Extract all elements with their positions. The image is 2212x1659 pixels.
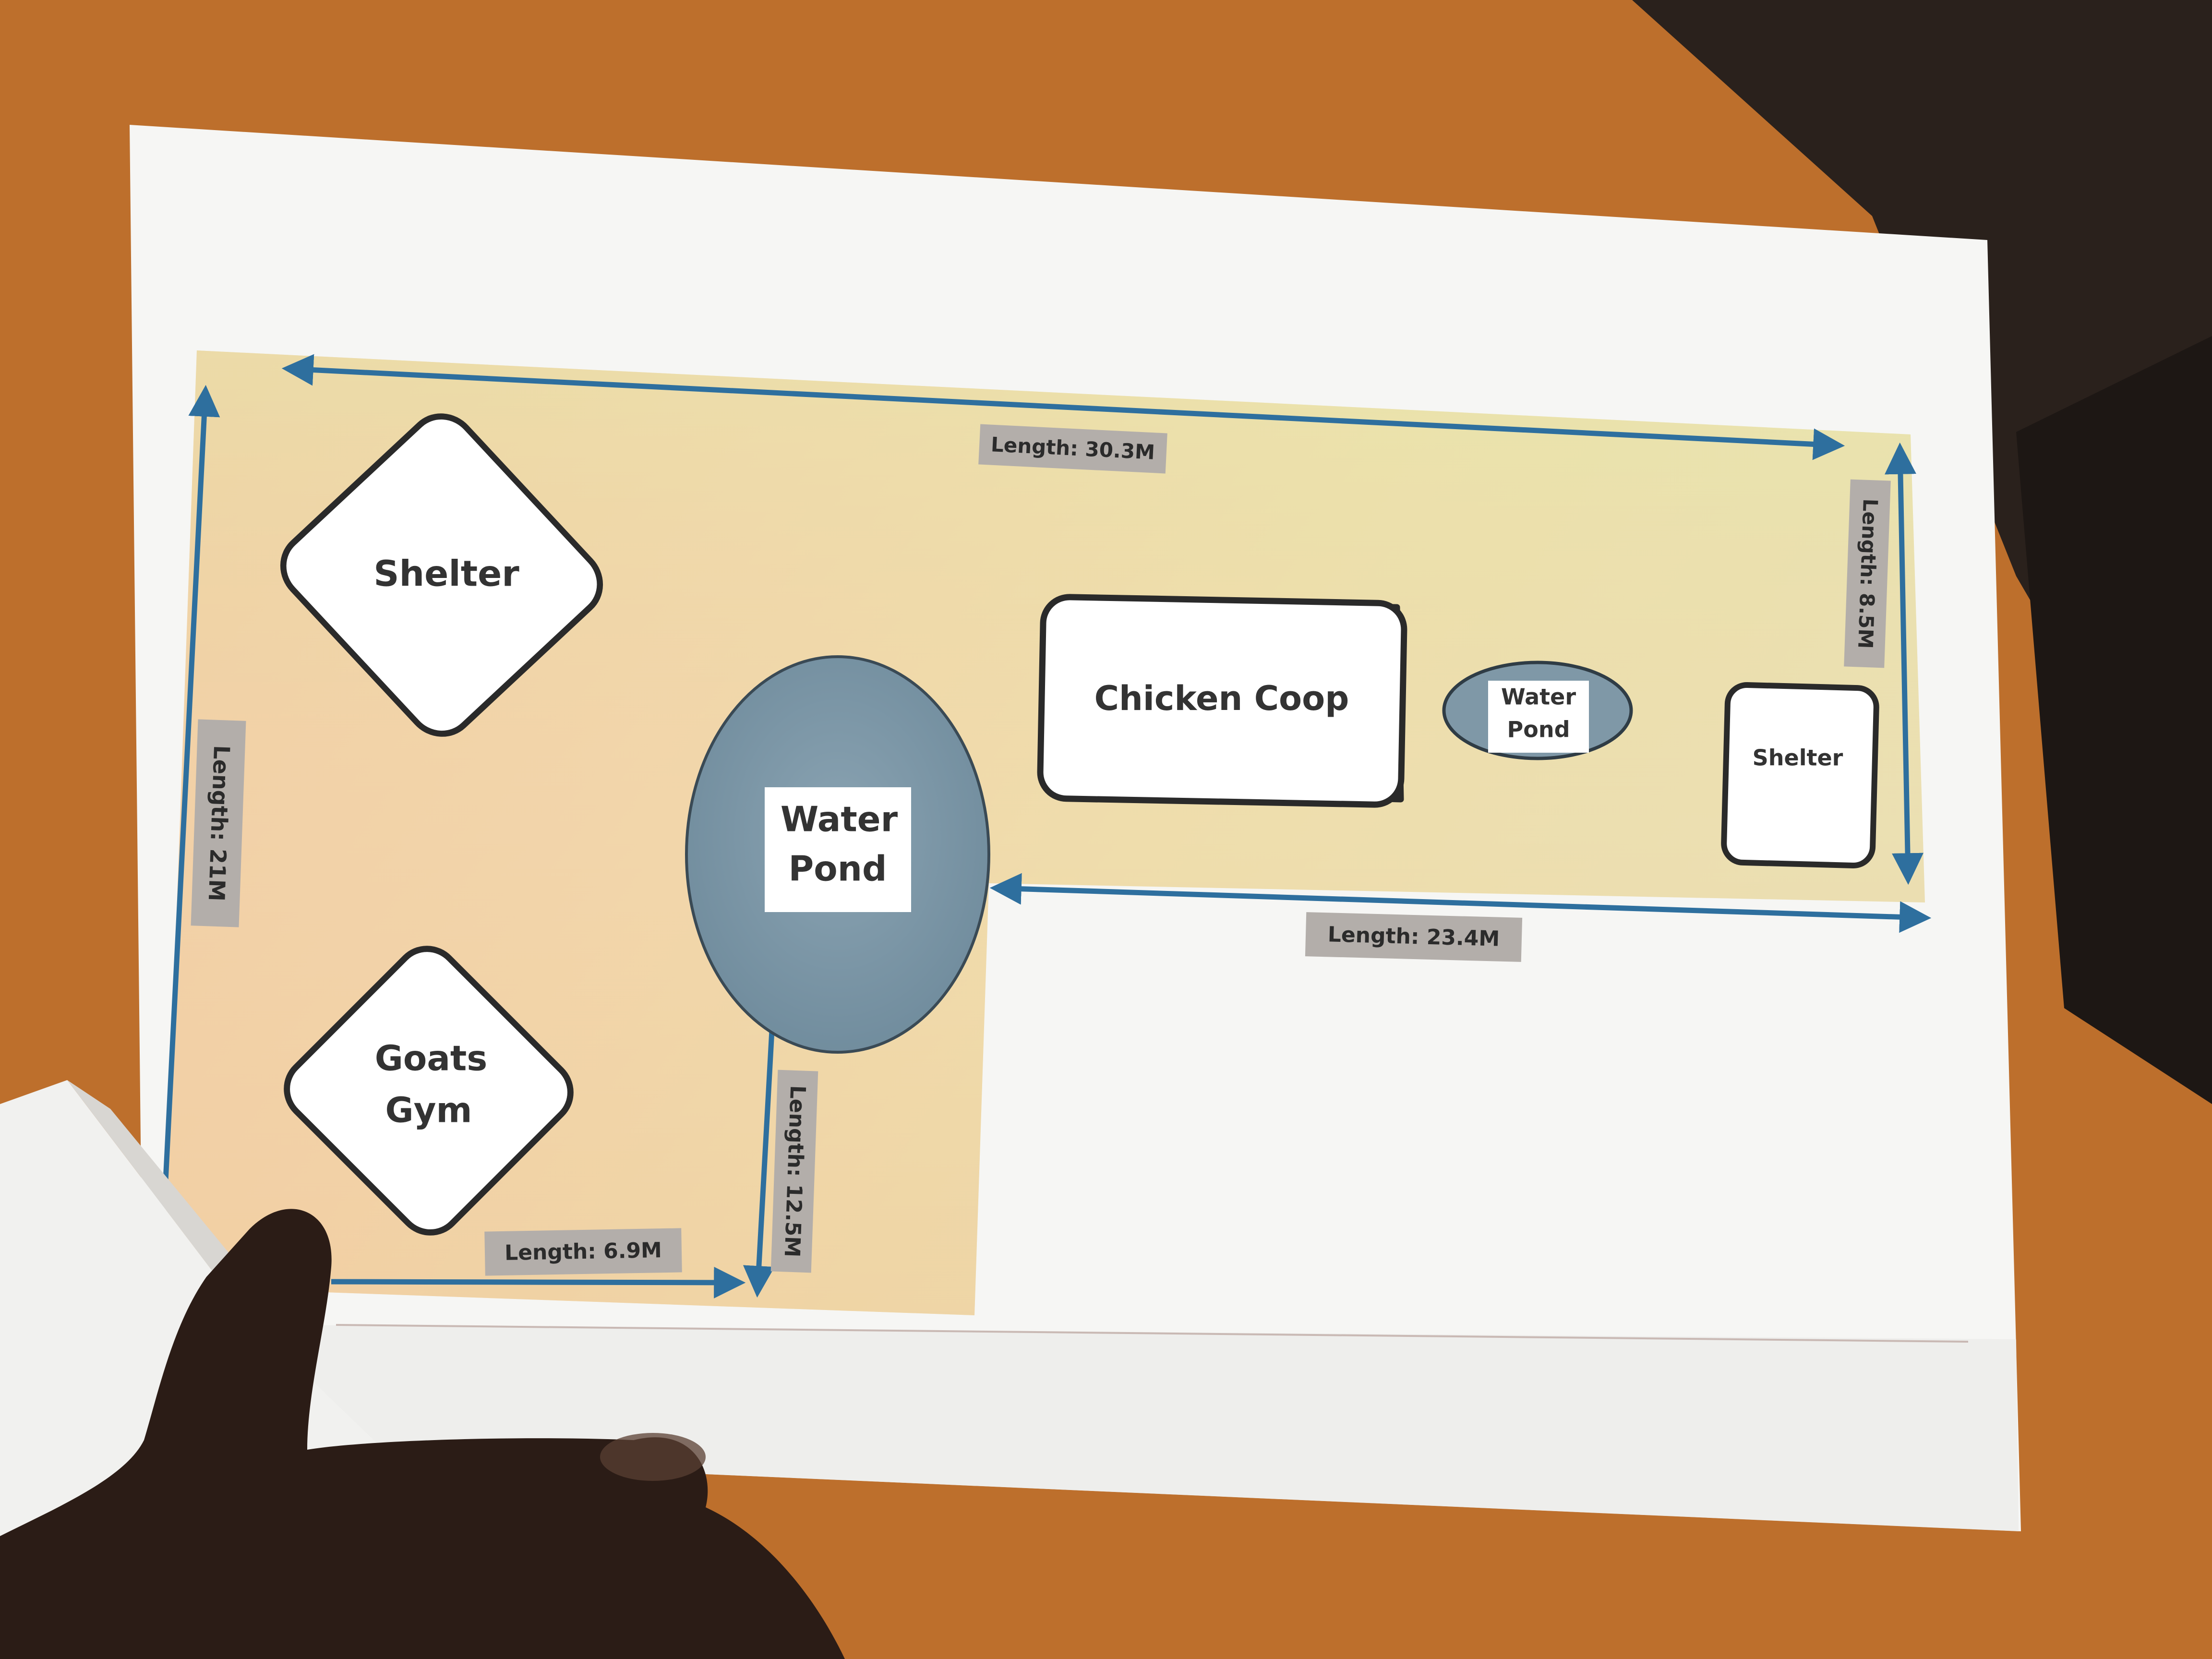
goats-gym-label-line1: Goats (375, 1038, 487, 1079)
dim-label-left-text: Length: 21M (204, 745, 235, 902)
water-pond-small-label-line1: Water (1501, 684, 1576, 710)
dim-label-right: Length: 8.5M (1844, 479, 1891, 668)
chicken-coop-label: Chicken Coop (1094, 679, 1349, 718)
arrow-bottom-left (331, 1266, 746, 1298)
dim-label-bottom-right: Length: 23.4M (1305, 912, 1523, 962)
water-pond-large-label-line1: Water (781, 799, 898, 840)
dark-background-edge (2016, 336, 2212, 1104)
print-edge-line (336, 1324, 1969, 1343)
dim-label-bottom-left-text: Length: 6.9M (505, 1238, 662, 1265)
water-pond-large-label-line2: Pond (788, 849, 887, 889)
dark-background-corner (1229, 0, 2212, 912)
water-pond-small-label-line2: Pond (1507, 717, 1570, 743)
goats-gym: Goats Gym (284, 946, 574, 1236)
hand (0, 1209, 845, 1659)
goats-gym-label-line2: Gym (385, 1090, 472, 1130)
shelter-small-label: Shelter (1753, 745, 1843, 771)
dim-label-right-text: Length: 8.5M (1853, 498, 1882, 649)
water-pond-large: Water Pond (685, 655, 990, 1054)
dim-label-pond-vertical-text: Length: 12.5M (780, 1085, 810, 1258)
arrow-left (163, 385, 220, 1181)
field-area-tint (163, 350, 1925, 1315)
thumb-nail (600, 1433, 706, 1481)
dim-label-pond-vertical: Length: 12.5M (770, 1070, 818, 1273)
water-pond-small-label-box (1488, 681, 1589, 753)
dim-label-left: Length: 21M (191, 719, 246, 927)
chicken-coop: Chicken Coop (1037, 594, 1407, 808)
shelter-large: Shelter (280, 413, 603, 737)
water-pond-large-label-box (765, 787, 911, 912)
dim-label-bottom-left: Length: 6.9M (484, 1228, 682, 1276)
dim-label-top: Length: 30.3M (978, 424, 1167, 474)
shelter-large-label: Shelter (373, 553, 519, 595)
arrow-top (281, 354, 1845, 460)
arrow-bottom-right (989, 873, 1932, 933)
arrow-right (1885, 442, 1923, 885)
dim-label-bottom-right-text: Length: 23.4M (1327, 922, 1500, 951)
shelter-small: Shelter (1721, 682, 1879, 868)
paper-shadow-strip (144, 1325, 2019, 1531)
water-pond-small: Water Pond (1442, 661, 1633, 760)
